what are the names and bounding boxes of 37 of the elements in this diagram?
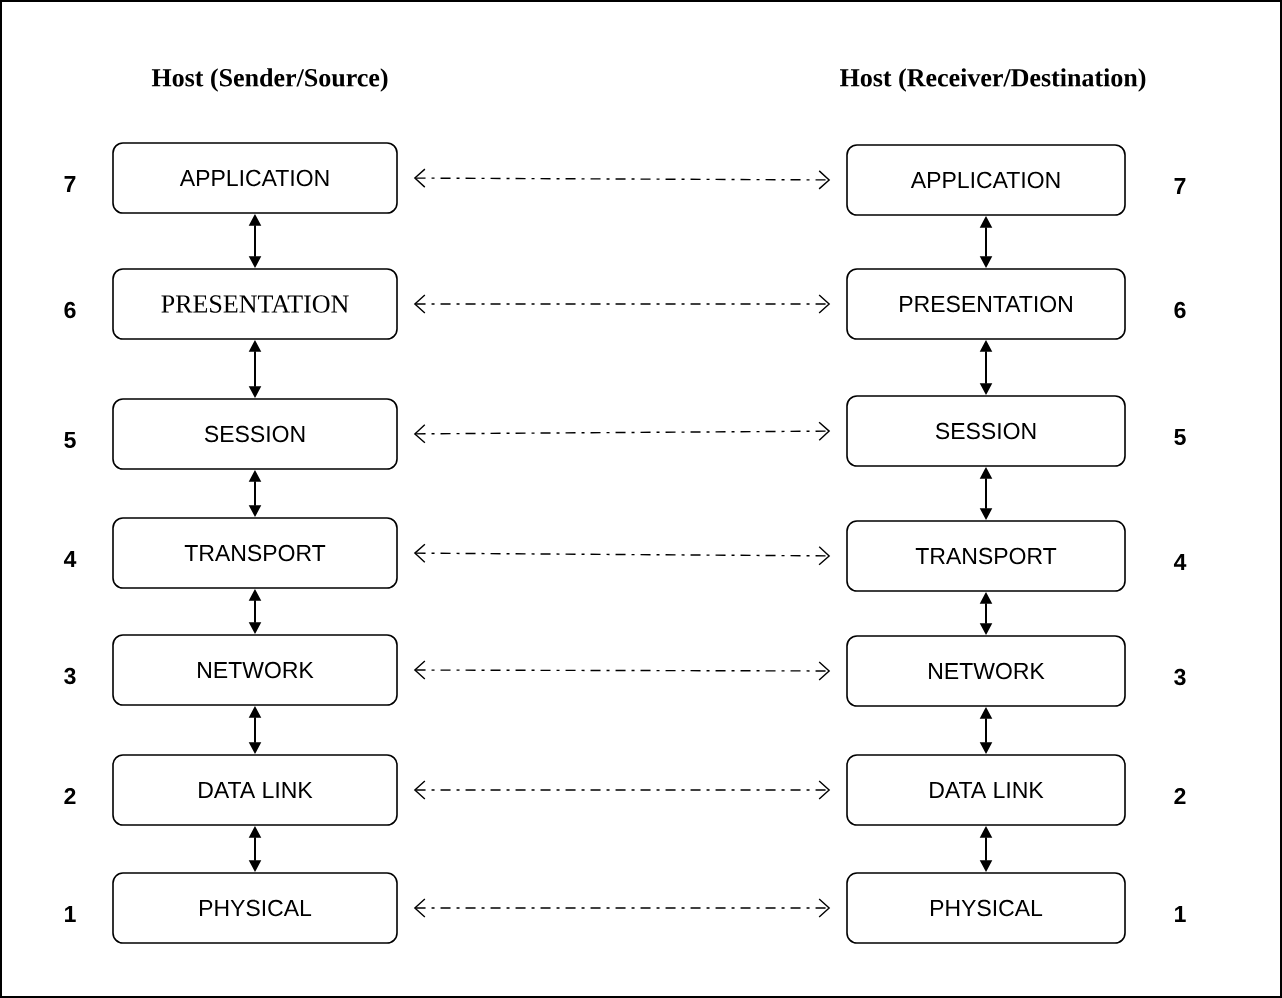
arrow bbox=[413, 421, 831, 444]
layer-number: 7 bbox=[64, 176, 76, 192]
layer-box: PRESENTATION bbox=[112, 268, 398, 340]
layer-box: TRANSPORT bbox=[112, 517, 398, 589]
layer-number: 7 bbox=[1174, 178, 1186, 194]
layer-box: APPLICATION bbox=[112, 142, 398, 214]
arrow bbox=[413, 543, 831, 566]
layer-number: 3 bbox=[1174, 668, 1186, 686]
layer-box: TRANSPORT bbox=[846, 520, 1126, 592]
arrow bbox=[413, 168, 831, 190]
layer-number: 4 bbox=[1173, 554, 1187, 570]
layer-number: 4 bbox=[63, 551, 77, 567]
layer-box: SESSION bbox=[846, 395, 1126, 467]
layer-box: PRESENTATION bbox=[846, 268, 1126, 340]
layer-box: DATA LINK bbox=[112, 754, 398, 826]
layer-box: DATA LINK bbox=[846, 754, 1126, 826]
arrow bbox=[413, 660, 831, 681]
layer-box: APPLICATION bbox=[846, 144, 1126, 216]
column-heading: Host (Sender/Source) bbox=[151, 68, 388, 92]
arrow bbox=[413, 898, 831, 918]
layer-number: 2 bbox=[64, 788, 76, 805]
layer-box: PHYSICAL bbox=[112, 872, 398, 944]
column-heading: Host (Receiver/Destination) bbox=[840, 68, 1146, 92]
layer-box: NETWORK bbox=[112, 634, 398, 706]
arrow bbox=[413, 780, 831, 800]
layer-number: 5 bbox=[1174, 429, 1186, 446]
layer-number: 6 bbox=[1174, 301, 1186, 319]
layer-number: 1 bbox=[1175, 906, 1186, 922]
layer-number: 2 bbox=[1174, 788, 1186, 805]
layer-number: 6 bbox=[64, 301, 76, 319]
layer-box: NETWORK bbox=[846, 635, 1126, 707]
layer-number: 3 bbox=[64, 667, 76, 685]
layer-number: 1 bbox=[65, 906, 76, 922]
arrow bbox=[413, 294, 831, 314]
layer-box: PHYSICAL bbox=[846, 872, 1126, 944]
layer-number: 5 bbox=[64, 432, 76, 449]
layer-box: SESSION bbox=[112, 398, 398, 470]
